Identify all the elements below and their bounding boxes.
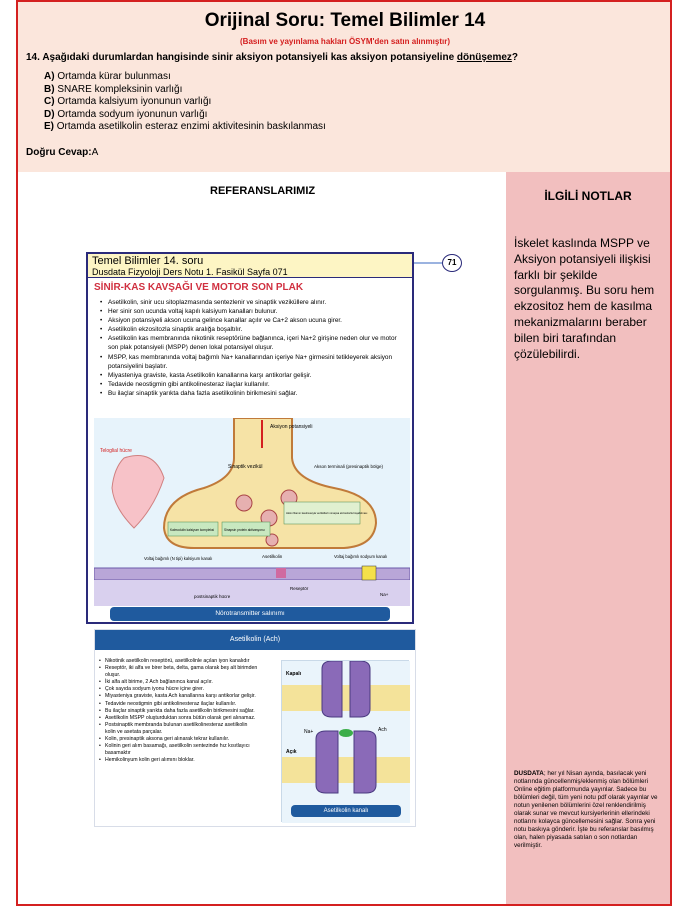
option-d: D) Ortamda sodyum iyonunun varlığı	[44, 108, 208, 120]
notes-text: İskelet kaslında MSPP ve Aksiyon potansi…	[514, 236, 655, 361]
ach-channel-figure: Kapalı Açık Na+ Ach	[281, 660, 410, 823]
membrane-top	[282, 685, 410, 711]
list-item: Postsinaptik membranda bulunan asetilkol…	[99, 722, 259, 736]
list-item: Miyasteniya graviste, kasta Ach kanallar…	[99, 693, 259, 700]
synapsin-label: Sinapsin protein aktivasyonu	[224, 528, 265, 532]
question-underlined: dönüşemez	[456, 52, 512, 63]
ach-release-label-box	[283, 501, 361, 525]
reference-page-1: Temel Bilimler 14. soru Dusdata Fizyoloj…	[86, 252, 414, 624]
closed-channel-shape	[321, 660, 371, 718]
list-item: Tedavide neostigmin gibi antikolinestera…	[99, 701, 259, 708]
options-list: A) Ortamda kürar bulunması B) SNARE komp…	[44, 71, 326, 134]
axon-potential-label: Aksiyon potansiyeli	[270, 424, 313, 430]
na-label: Na+	[304, 729, 313, 735]
list-item: Kolinin geri alım basamağı, asetilkolin …	[99, 743, 259, 757]
dusdata-label: DUSDATA	[514, 770, 544, 777]
teloglial-label: Teloglial hücre	[100, 448, 132, 454]
option-b: B) SNARE kompleksinin varlığı	[44, 83, 183, 95]
receptor-label: Reseptör	[290, 586, 309, 591]
list-item: Reseptör, iki alfa ve birer beta, delta,…	[99, 665, 259, 679]
synapse-figure: Aksiyon potansiyeli Teloglial hücre Sina…	[93, 417, 411, 606]
dusdata-note: DUSDATA; her yıl Nisan ayında, basılacak…	[514, 770, 664, 850]
notes-panel: İLGİLİ NOTLAR İskelet kaslında MSPP ve A…	[506, 172, 670, 904]
list-item: Aksiyon potansiyeli akson ucuna gelince …	[100, 316, 406, 325]
list-item: Bu ilaçlar sinaptik yarıkta daha fazla a…	[100, 389, 406, 398]
reference-page-2-header: Asetilkolin (Ach)	[95, 630, 415, 650]
reference-subtitle: SİNİR-KAS KAVŞAĞI VE MOTOR SON PLAK	[94, 282, 304, 293]
na-ion-label: Na+	[380, 592, 389, 597]
acetylcholine-label: Asetilkolin	[262, 554, 283, 559]
synapsin-label-box	[221, 521, 271, 537]
references-title: REFERANSLARIMIZ	[210, 185, 316, 197]
answer-label: Doğru Cevap:	[26, 147, 92, 158]
list-item: Asetilkolin MSPP oluşturduktan sonra büt…	[99, 715, 259, 722]
ach-molecule	[339, 729, 353, 737]
page-number-badge: 71	[442, 254, 462, 272]
list-item: Asetilkolin, sinir ucu sitoplazmasında s…	[100, 298, 406, 307]
notes-title: İLGİLİ NOTLAR	[544, 189, 632, 203]
na-channel-box	[361, 565, 377, 581]
list-item: Asetilkolin ekzositozla sinaptik aralığa…	[100, 325, 406, 334]
vesicle-label: Sinaptik vezikül	[228, 464, 262, 470]
list-item: Nikotinik asetilkolin reseptörü, asetilk…	[99, 658, 259, 665]
ach-channel-caption: Asetilkolin kanalı	[291, 805, 401, 817]
list-item: Çok sayıda sodyum iyonu hücre içine gire…	[99, 686, 259, 693]
open-label: Açık	[286, 749, 297, 755]
list-item: Asetilkolin kas membranında nikotinik re…	[100, 334, 406, 352]
reference-2-bullets: Nikotinik asetilkolin reseptörü, asetilk…	[99, 658, 259, 765]
list-item: Hemikolinyum kolin geri alımını bloklar.	[99, 757, 259, 764]
vesicle-shape	[235, 494, 253, 512]
ach-label: Ach	[378, 727, 387, 733]
list-item: Bu ilaçlar sinaptik yarıkta daha fazla a…	[99, 708, 259, 715]
ca-channel-label: Kalmodulin kalsiyum kompleksi	[170, 528, 214, 532]
list-item: Kolin, presinaptik aksona geri alınarak …	[99, 736, 259, 743]
axon-terminal-label: Akson terminali (presinaptik bölge)	[314, 464, 384, 469]
question-mark: ?	[511, 52, 519, 63]
page-title: Orijinal Soru: Temel Bilimler 14	[204, 10, 486, 31]
open-channel-shape	[315, 730, 377, 794]
option-e: E) Ortamda asetilkolin esteraz enzimi ak…	[44, 121, 326, 132]
vesicle-shape	[265, 533, 279, 547]
reference-page-1-header: Temel Bilimler 14. soru Dusdata Fizyoloj…	[88, 254, 412, 278]
ca-voltage-label: Voltaj bağımlı (N tipi) kalsiyum kanalı	[144, 556, 212, 561]
teloglial-cell	[111, 455, 165, 529]
ach-release-label: Akton filamın kasılmasıyla veziküllerin …	[286, 511, 368, 515]
postsynaptic-cell	[94, 580, 410, 606]
ca-channel-label-box	[167, 521, 219, 537]
closed-label: Kapalı	[286, 671, 302, 677]
question-panel	[18, 2, 670, 172]
page-badge-line	[414, 262, 442, 264]
question-text: Aşağıdaki durumlardan hangisinde sinir a…	[42, 52, 457, 63]
ach-channel-diagram: Kapalı Açık Na+ Ach	[282, 660, 410, 823]
dusdata-text: ; her yıl Nisan ayında, basılacak yeni n…	[514, 770, 658, 849]
postsynaptic-label: postsinaptik hücre	[194, 594, 231, 599]
rights-notice: (Basım ve yayınlama hakları ÖSYM'den sat…	[240, 37, 450, 46]
na-channel-label: Voltaj bağımlı sodyum kanalı	[334, 554, 387, 559]
option-c: C) Ortamda kalsiyum iyonunun varlığı	[44, 96, 212, 107]
list-item: İki alfa alt birime, 2 Ach bağlanınca ka…	[99, 679, 259, 686]
answer-value: A	[91, 147, 99, 158]
figure-caption: Nörotransmitter salınımı	[110, 607, 390, 621]
synapse-diagram: Aksiyon potansiyeli Teloglial hücre Sina…	[93, 417, 411, 606]
option-a: A) Ortamda kürar bulunması	[44, 71, 171, 82]
list-item: Her sinir son ucunda voltaj kapılı kalsi…	[100, 307, 406, 316]
membrane-bottom	[282, 757, 410, 783]
question-number: 14.	[26, 52, 40, 63]
correct-answer: Doğru Cevap:A	[26, 147, 98, 158]
list-item: Miyasteniya graviste, kasta Asetilkolin …	[100, 371, 406, 380]
reference-source-title: Temel Bilimler 14. soru	[92, 255, 204, 267]
reference-page-2: Asetilkolin (Ach) Nikotinik asetilkolin …	[94, 629, 416, 827]
list-item: Tedavide neostigmin gibi antikolinestera…	[100, 380, 406, 389]
reference-source-page: Dusdata Fizyoloji Ders Notu 1. Fasikül S…	[92, 267, 288, 277]
question-stem: 14. Aşağıdaki durumlardan hangisinde sin…	[26, 52, 518, 63]
receptor-box	[276, 568, 286, 578]
reference-bullets: Asetilkolin, sinir ucu sitoplazmasında s…	[100, 298, 406, 398]
list-item: MSPP, kas membranında voltaj bağımlı Na+…	[100, 353, 406, 371]
